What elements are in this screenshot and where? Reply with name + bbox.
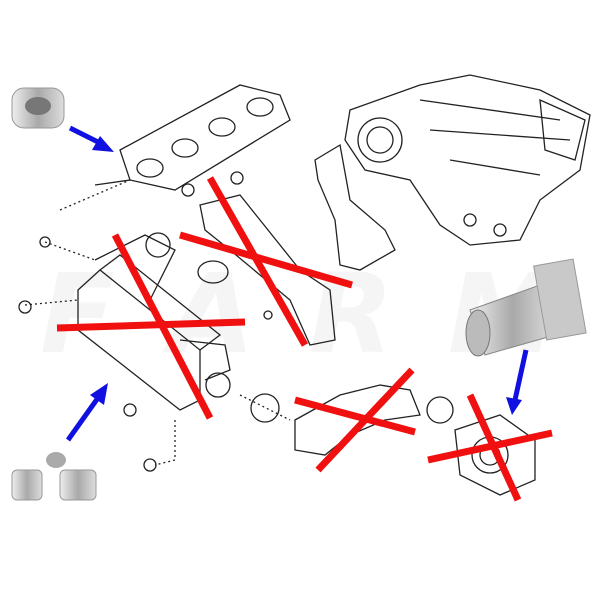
egr-cooler-drawing (18, 232, 231, 472)
egr-pipe-lower-drawing (239, 384, 454, 456)
egr-pipe-upper-drawing (181, 171, 336, 346)
bracket-drawing (314, 143, 396, 271)
arrow-icon-plugs (65, 383, 108, 442)
remove-cross-cooler-2 (56, 318, 246, 332)
remove-cross-lower-pipe-2 (315, 367, 415, 473)
intake-manifold-drawing (59, 84, 291, 211)
engine-block-drawing (344, 74, 591, 246)
remove-cross-upper-pipe-1 (206, 176, 309, 347)
arrow-icon-blanking-plate (68, 125, 114, 152)
blanking-plate-photo (11, 87, 65, 129)
remove-cross-valve-2 (466, 393, 522, 502)
blanking-plugs-photo (11, 452, 97, 501)
remove-cross-lower-pipe-1 (294, 396, 416, 436)
arrow-icon-delete-tube (506, 349, 529, 415)
egr-delete-tube-photo (465, 258, 587, 357)
remove-cross-upper-pipe-2 (179, 231, 353, 289)
